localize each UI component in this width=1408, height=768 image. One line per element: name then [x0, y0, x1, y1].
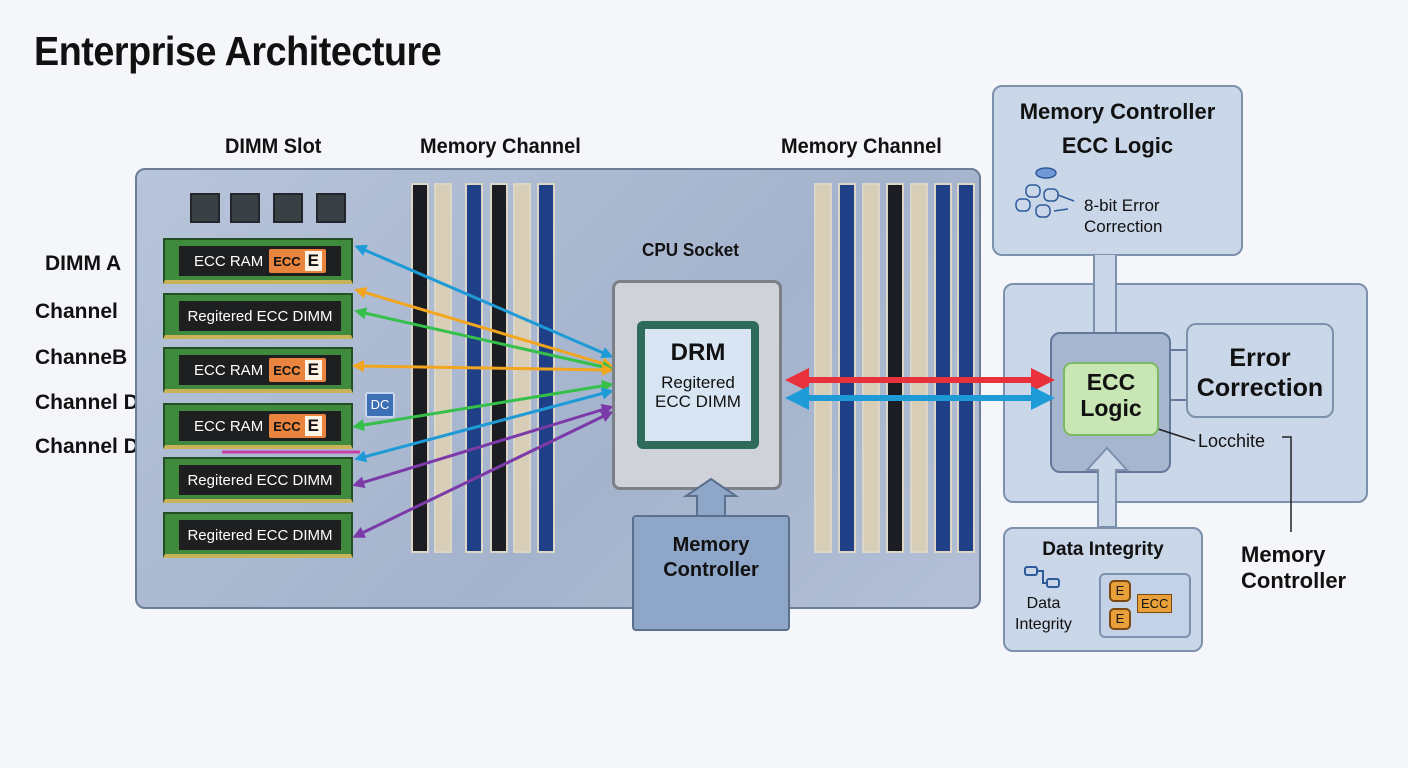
locchite-label: Locchite — [1198, 431, 1266, 451]
cpu-socket[interactable]: DRM Regitered ECC DIMM — [612, 280, 782, 490]
side-label: Channel D — [35, 435, 139, 458]
cpu-title: DRM — [670, 339, 726, 366]
flow-icon — [1024, 566, 1060, 588]
dimm-label: Regitered ECC DIMM — [187, 307, 333, 325]
panel-title: Memory Controller — [1019, 99, 1216, 124]
dimm-label: ECC RAM — [194, 417, 264, 435]
data-integrity-title: Data Integrity — [1042, 539, 1164, 560]
chip-icon — [190, 193, 220, 223]
dimm-label: ECC RAM — [194, 252, 264, 270]
arrow-green — [354, 307, 614, 373]
dimm-label: ECC RAM — [194, 361, 264, 379]
panel-subtitle: ECC Logic — [1061, 133, 1174, 158]
connector — [1171, 349, 1186, 401]
chip-icon — [230, 193, 260, 223]
chip-icon — [316, 193, 346, 223]
dimm-slot-label: DIMM Slot — [225, 135, 322, 158]
up-arrow-icon — [682, 477, 740, 517]
page-title: Enterprise Architecture — [34, 28, 442, 74]
side-label: Channel D — [35, 391, 139, 414]
dimm-module[interactable]: Regitered ECC DIMM — [163, 293, 353, 339]
up-arrow — [1084, 446, 1130, 528]
dimm-module[interactable]: Regitered ECC DIMM — [163, 512, 353, 558]
chip-icon — [273, 193, 303, 223]
side-label: ChanneB — [35, 346, 128, 369]
arrow-orange — [352, 360, 614, 376]
dimm-label: Regitered ECC DIMM — [187, 526, 333, 544]
dimm-label: Regitered ECC DIMM — [187, 471, 333, 489]
database-icon — [1015, 167, 1075, 218]
arrow-purple — [352, 411, 614, 538]
ecc-hex-badge: E E ECC — [1099, 573, 1191, 638]
locchite-leader — [1154, 427, 1292, 532]
cpu-subtitle: ECC DIMM — [655, 392, 741, 412]
side-label: DIMM A — [45, 252, 122, 275]
memory-channel-label-right: Memory Channel — [781, 135, 942, 158]
cpu-subtitle: Regitered — [661, 372, 735, 392]
arrow-blue — [354, 387, 614, 463]
cpu-socket-label: CPU Socket — [642, 240, 739, 260]
side-label: Channel — [35, 300, 118, 323]
memory-channel-label-left: Memory Channel — [420, 135, 581, 158]
dimm-module[interactable]: Regitered ECC DIMM — [163, 457, 353, 503]
